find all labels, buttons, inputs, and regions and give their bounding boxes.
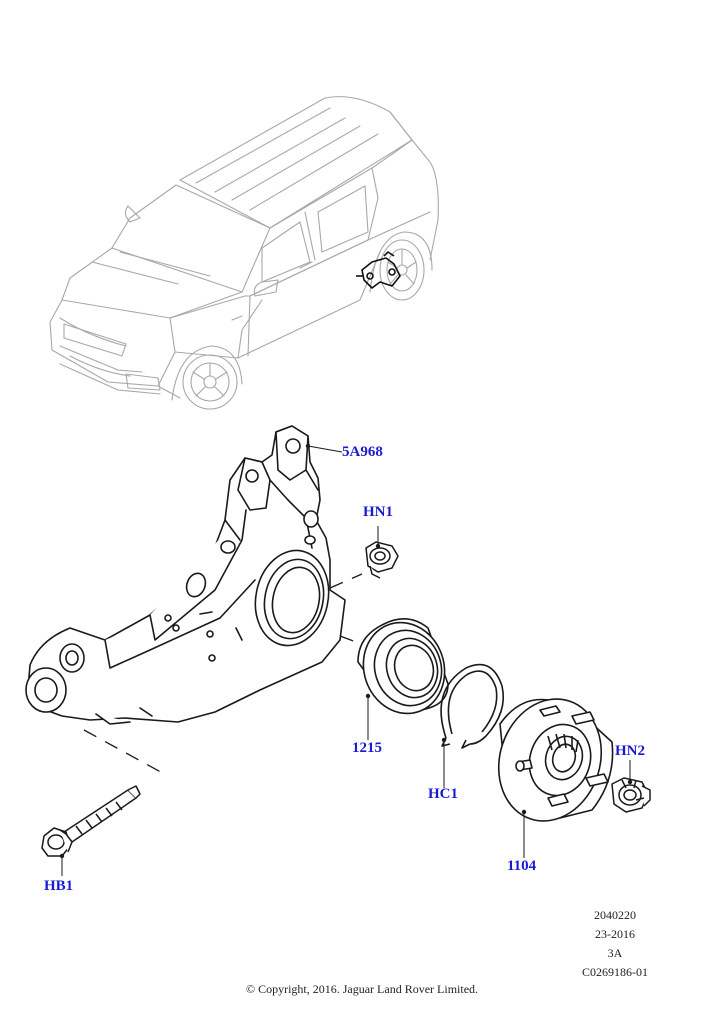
- vehicle-illustration: [49, 96, 439, 410]
- callout-1215: 1215: [352, 740, 382, 756]
- callout-5a968: 5A968: [342, 444, 383, 460]
- bolt-hb1: [41, 785, 141, 857]
- callout-hn1: HN1: [363, 504, 393, 520]
- callout-1104: 1104: [507, 858, 537, 874]
- catalogue-ref: C0269186-01: [582, 965, 648, 979]
- bearing-1215: [357, 618, 449, 715]
- callout-hn2: HN2: [615, 743, 645, 759]
- leader-dots: [59, 443, 633, 859]
- hub-1104: [497, 698, 614, 822]
- callout-hb1: HB1: [44, 878, 74, 894]
- revision: 3A: [607, 946, 623, 960]
- vehicle-highlight: [356, 251, 401, 289]
- copyright-notice: © Copyright, 2016. Jaguar Land Rover Lim…: [245, 982, 479, 996]
- date-code: 23-2016: [595, 927, 635, 941]
- nut-hn2: [611, 777, 651, 813]
- nut-hn1: [365, 541, 399, 579]
- circlip-hc1: [440, 663, 505, 749]
- leader-lines: [61, 445, 631, 876]
- knuckle-part: [25, 425, 346, 725]
- illustration-meta: 2040220 23-2016 3A C0269186-01: [560, 908, 670, 984]
- illustration-number: 2040220: [594, 908, 636, 922]
- callout-hc1: HC1: [428, 786, 458, 802]
